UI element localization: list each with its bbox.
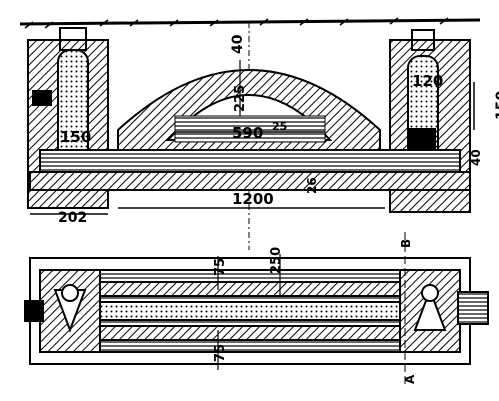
label-right-pier-height: 120	[412, 72, 443, 90]
left-pier-cap	[59, 27, 87, 51]
label-right-small: 40	[469, 149, 483, 166]
label-arch-rise: 225	[233, 85, 248, 112]
plan-right-stub	[457, 291, 489, 325]
right-foundation	[389, 189, 471, 213]
plan-top-band	[99, 281, 401, 297]
plan-view: 75 250 75 A B	[24, 232, 489, 388]
left-pier-block	[32, 90, 52, 106]
plan-right-ring	[421, 284, 439, 302]
label-inner-width: 590	[232, 124, 263, 142]
ground-surface	[19, 18, 481, 26]
label-plan-bottom-75: 75	[213, 344, 228, 362]
label-small-dim: 26	[305, 177, 319, 194]
label-plan-top-75: 75	[213, 258, 228, 276]
label-plan-top-250: 250	[269, 247, 284, 274]
left-foundation	[27, 189, 109, 209]
ground-hatching	[24, 17, 449, 29]
right-pier-cap	[411, 29, 435, 51]
plan-left-ring	[61, 284, 79, 302]
arch-inner-chamber	[174, 115, 326, 143]
section-view: 40 225 590 1200 150 120 150 40 202 26 25	[19, 17, 499, 250]
plan-center-band	[99, 301, 401, 321]
label-outer-width: 1200	[232, 190, 274, 208]
label-center-small: 25	[272, 120, 287, 133]
label-right-side-height: 150	[494, 91, 499, 120]
label-section-a: A	[403, 374, 417, 384]
plan-left-stub	[24, 300, 44, 322]
base-slab	[29, 171, 471, 191]
label-section-b: B	[399, 239, 413, 248]
base-beam	[39, 149, 461, 173]
plan-bottom-band	[99, 325, 401, 341]
label-arch-thickness: 40	[230, 34, 246, 54]
label-left-base: 202	[58, 210, 87, 226]
label-left-pier-height: 150	[60, 128, 91, 146]
plan-right-valve	[413, 287, 447, 331]
